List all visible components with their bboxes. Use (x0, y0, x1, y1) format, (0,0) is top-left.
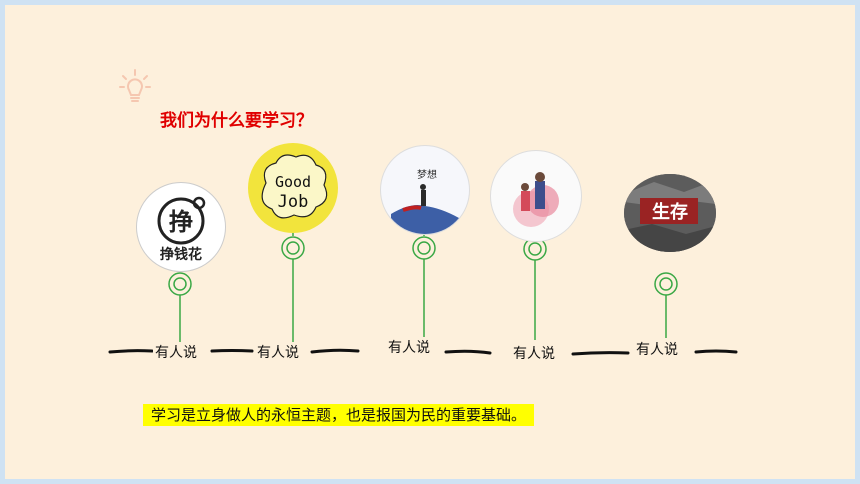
money-image: 挣 挣钱花 (136, 182, 226, 272)
item-label-5: 有人说 (634, 339, 680, 359)
svg-text:Job: Job (278, 192, 309, 212)
item-label-4: 有人说 (511, 343, 557, 363)
good-job-image: Good Job (248, 143, 338, 233)
family-image (490, 150, 582, 242)
survival-image: 生存 (624, 174, 716, 252)
svg-text:Good: Good (275, 173, 311, 191)
dream-image: 梦想 (380, 145, 470, 235)
icon-char: 挣 (169, 208, 193, 236)
highlighted-conclusion: 学习是立身做人的永恒主题，也是报国为民的重要基础。 (143, 404, 535, 426)
page-title: 我们为什么要学习？ (160, 111, 313, 131)
ring-outer-1 (168, 272, 192, 296)
lightbulb-icon (119, 69, 151, 102)
item-label-3: 有人说 (386, 337, 432, 357)
wallet-icon: 挣 挣钱花 (157, 196, 206, 263)
item-label-2: 有人说 (255, 342, 301, 362)
item-label-1: 有人说 (153, 342, 199, 362)
svg-text:梦想: 梦想 (417, 168, 437, 181)
image-caption: 挣钱花 (160, 246, 202, 263)
ring-inner-1 (173, 277, 187, 291)
svg-text:生存: 生存 (652, 201, 688, 223)
